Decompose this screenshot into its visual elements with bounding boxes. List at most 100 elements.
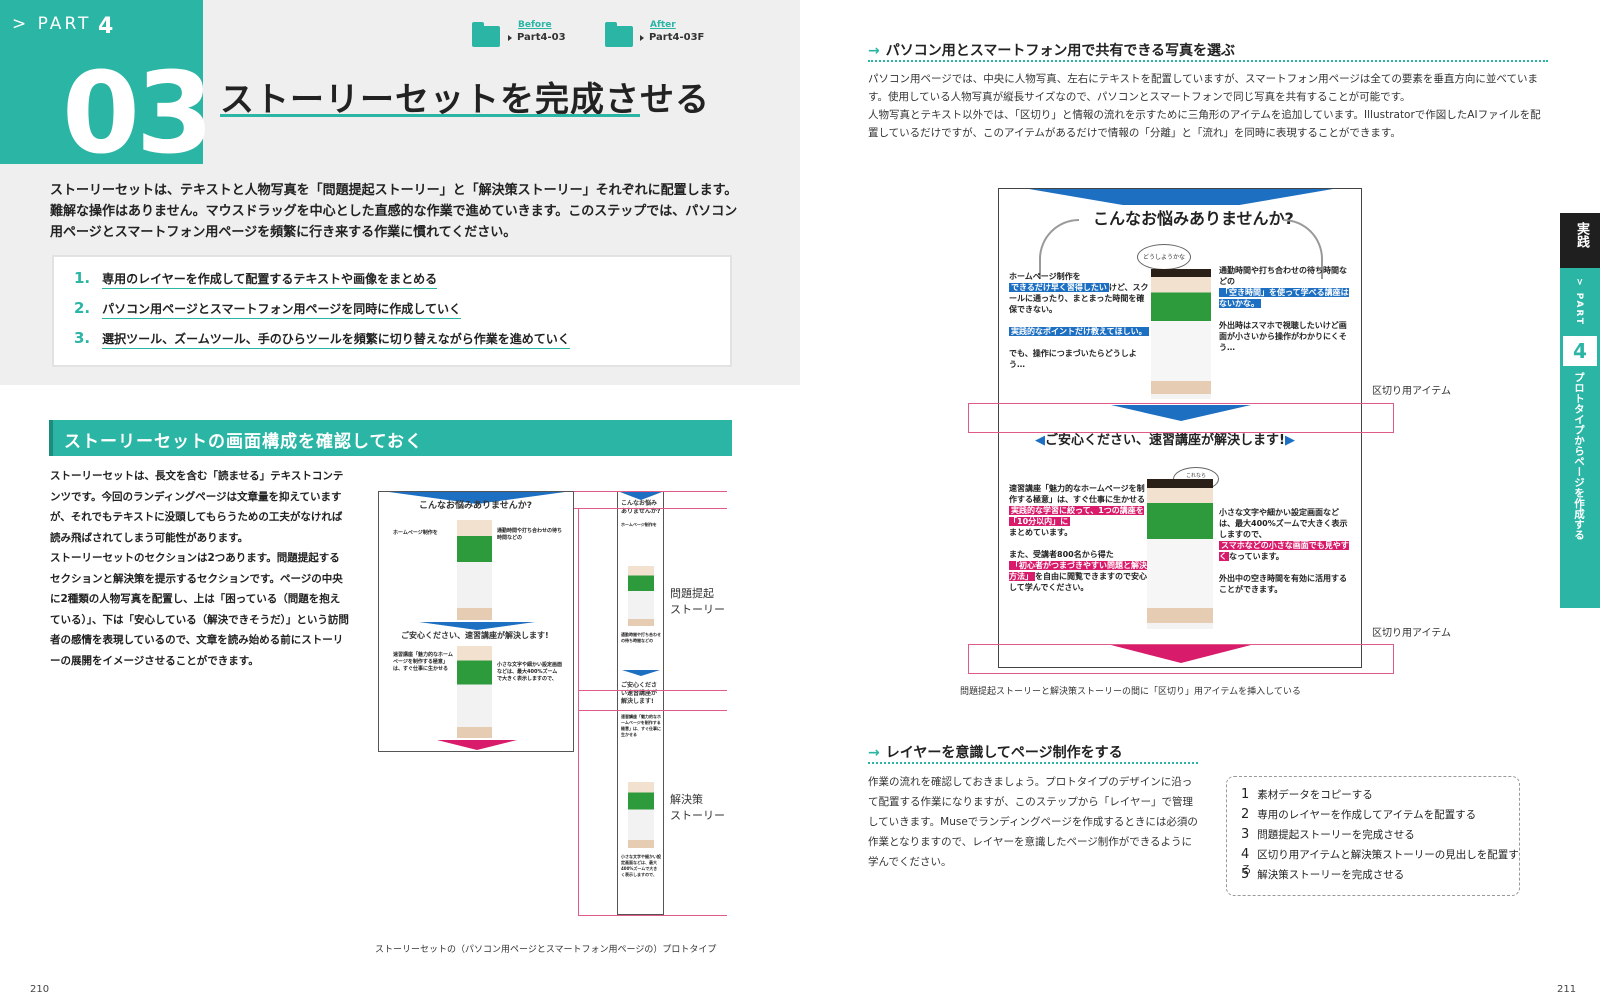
mock-text-left: 速習講座「魅力的なホームページを制作する極意」は、すぐ仕事に生かせる bbox=[393, 652, 453, 672]
page-number-left: 210 bbox=[30, 984, 50, 995]
mock-text-left: ホームページ制作を bbox=[393, 530, 438, 536]
connector-line bbox=[578, 508, 579, 915]
blue-divider-top bbox=[620, 492, 662, 500]
label-solution-story: 解決策 ストーリー bbox=[670, 793, 725, 822]
pc-prototype-small: こんなお悩みありませんか? ホームページ制作を 通勤時間や打ち合わせの待ち時間な… bbox=[378, 491, 574, 752]
mock-text-right: 通勤時間や打ち合わせの待ち時間などの bbox=[497, 528, 563, 541]
curve-arrow-left bbox=[1039, 219, 1079, 279]
intro-text: ストーリーセットは、テキストと人物写真を「問題提起ストーリー」と「解決策ストーリ… bbox=[50, 183, 738, 240]
step-item: 3. 選択ツール、ズームツール、手のひらツールを頻繁に切り替えながら作業を進めてい… bbox=[74, 329, 570, 349]
person-photo bbox=[628, 782, 654, 848]
connector-line bbox=[578, 710, 727, 711]
subheading: → パソコン用とスマートフォン用で共有できる写真を選ぶ bbox=[868, 40, 1235, 60]
pink-divider bbox=[1111, 645, 1251, 663]
arrow-right-icon: → bbox=[868, 745, 880, 761]
side-tab-part: > PART bbox=[1574, 278, 1584, 327]
person-photo bbox=[628, 566, 654, 626]
pink-divider bbox=[437, 740, 517, 750]
section-heading: ストーリーセットの画面構成を確認しておく bbox=[49, 420, 732, 456]
body-text: 作業の流れを確認しておきましょう。プロトタイプのデザインに沿って配置する作業にな… bbox=[868, 776, 1198, 868]
chapter-title: ストーリーセットを完成させる bbox=[220, 80, 710, 120]
divider-highlight-box bbox=[968, 644, 1394, 674]
figure-caption: 問題提起ストーリーと解決策ストーリーの間に「区切り」用アイテムを挿入している bbox=[960, 687, 1301, 697]
divider-highlight-box bbox=[968, 403, 1394, 433]
body-text: パソコン用ページでは、中央に人物写真、左右にテキストを配置していますが、スマート… bbox=[868, 73, 1541, 139]
person-photo bbox=[1147, 479, 1213, 629]
sp-headline: こんなお悩みありませんか? bbox=[621, 500, 661, 515]
after-file: Part4-03F bbox=[649, 32, 705, 43]
divider-label: 区切り用アイテム bbox=[1372, 386, 1451, 397]
folder-icon bbox=[472, 22, 500, 47]
blue-divider bbox=[419, 622, 535, 630]
side-tab-label: 実践 bbox=[1574, 222, 1589, 248]
connector-line bbox=[574, 491, 727, 492]
sp-prototype: こんなお悩みありませんか? ホームページ制作を 通勤時間や打ち合わせの待ち時間な… bbox=[617, 491, 664, 915]
mock-solution-left: 速習講座「魅力的なホームページを制作する極意」は、すぐ仕事に生かせる 実践的な学… bbox=[1009, 484, 1147, 592]
blue-divider bbox=[622, 670, 660, 676]
step-number: 3. bbox=[74, 329, 91, 347]
mock-headline: ご安心ください、速習講座が解決します! bbox=[401, 631, 549, 640]
section-body: ストーリーセットは、長文を含む「読ませる」テキストコンテンツです。今回のランディ… bbox=[50, 470, 349, 667]
blue-divider-top bbox=[389, 492, 565, 504]
mock-headline: こんなお悩みありませんか? bbox=[419, 501, 532, 511]
title-underline bbox=[220, 114, 640, 117]
folder-icon bbox=[605, 22, 633, 47]
before-file: Part4-03 bbox=[517, 32, 566, 43]
connector-line bbox=[574, 508, 727, 509]
step-number: 1. bbox=[74, 269, 91, 287]
person-photo bbox=[1151, 269, 1211, 399]
subheading-text: レイヤーを意識してページ制作をする bbox=[885, 745, 1123, 761]
pc-prototype-large: こんなお悩みありませんか? どうしようかな ホームページ制作を できるだけ早く習… bbox=[998, 188, 1362, 668]
step-item: 1. 専用のレイヤーを作成して配置するテキストや画像をまとめる bbox=[74, 269, 438, 289]
after-tag: After bbox=[650, 20, 676, 30]
arrow-right-icon: → bbox=[868, 43, 880, 59]
part-number: 4 bbox=[98, 14, 114, 39]
arrow-right-icon bbox=[508, 35, 512, 41]
part-badge: > PART 4 bbox=[0, 0, 203, 164]
mock-headline: ◀ご安心ください、速習講座が解決します!▶ bbox=[1035, 433, 1295, 448]
sp-text: 速習講座「魅力的なホームページを制作する極意」は、すぐ仕事に生かせる bbox=[621, 714, 661, 737]
person-photo bbox=[457, 520, 492, 620]
mock-solution-right: 小さな文字や細かい設定画面などは、最大400%ズームで大きく表示しますので、 ス… bbox=[1219, 508, 1349, 594]
dotted-rule bbox=[868, 762, 1198, 764]
step-number: 2. bbox=[74, 299, 91, 317]
dotted-rule bbox=[868, 60, 1548, 62]
subheading-text: パソコン用とスマートフォン用で共有できる写真を選ぶ bbox=[885, 43, 1236, 59]
person-photo bbox=[457, 646, 492, 738]
mock-text-right: 小さな文字や細かい設定画面などは、最大400%ズームで大きく表示しますので、 bbox=[497, 662, 563, 682]
side-tab bbox=[1560, 213, 1600, 608]
step-text: 専用のレイヤーを作成して配置するテキストや画像をまとめる bbox=[102, 272, 438, 289]
chapter-number: 03 bbox=[62, 49, 214, 179]
divider-label: 区切り用アイテム bbox=[1372, 628, 1451, 639]
side-tab-number: 4 bbox=[1563, 336, 1597, 366]
side-tab-top bbox=[1560, 213, 1600, 268]
sp-text: 小さな文字や細かい設定画面などは、最大400%ズームで大きく表示しますので、 bbox=[621, 854, 661, 877]
mock-problem-left: ホームページ制作を できるだけ早く習得したいけど、スクールに通ったり、まとまった… bbox=[1009, 272, 1149, 369]
arrow-right-icon bbox=[640, 35, 644, 41]
subheading: → レイヤーを意識してページ制作をする bbox=[868, 742, 1123, 762]
connector-line bbox=[578, 690, 727, 691]
blue-divider bbox=[1111, 405, 1251, 421]
page-number-right: 211 bbox=[1557, 984, 1577, 995]
sp-headline: ご安心ください速習講座が解決します! bbox=[621, 682, 658, 705]
sp-text: 通勤時間や打ち合わせの待ち時間などの bbox=[621, 632, 661, 643]
before-tag: Before bbox=[518, 20, 552, 30]
chapter-number-mask bbox=[62, 164, 203, 174]
step-text: 選択ツール、ズームツール、手のひらツールを頻繁に切り替えながら作業を進めていく bbox=[102, 332, 570, 349]
steps-box: 1. 専用のレイヤーを作成して配置するテキストや画像をまとめる 2. パソコン用ペー… bbox=[52, 255, 732, 367]
speech-bubble: どうしようかな bbox=[1137, 244, 1191, 270]
part-label: > PART bbox=[12, 14, 92, 34]
mock-problem-right: 通勤時間や打ち合わせの待ち時間などの 「空き時間」を使って学べる講座はないかな。… bbox=[1219, 266, 1349, 352]
step-text: パソコン用ページとスマートフォン用ページを同時に作成していく bbox=[102, 302, 461, 319]
mock-headline: こんなお悩みありませんか? bbox=[1089, 205, 1298, 229]
figure-caption: ストーリーセットの（パソコン用ページとスマートフォン用ページの）プロトタイプ bbox=[375, 945, 717, 955]
step-item: 2. パソコン用ページとスマートフォン用ページを同時に作成していく bbox=[74, 299, 461, 319]
side-tab-chapter: プロトタイプからページを作成する bbox=[1573, 372, 1585, 540]
label-problem-story: 問題提起 ストーリー bbox=[670, 587, 725, 616]
